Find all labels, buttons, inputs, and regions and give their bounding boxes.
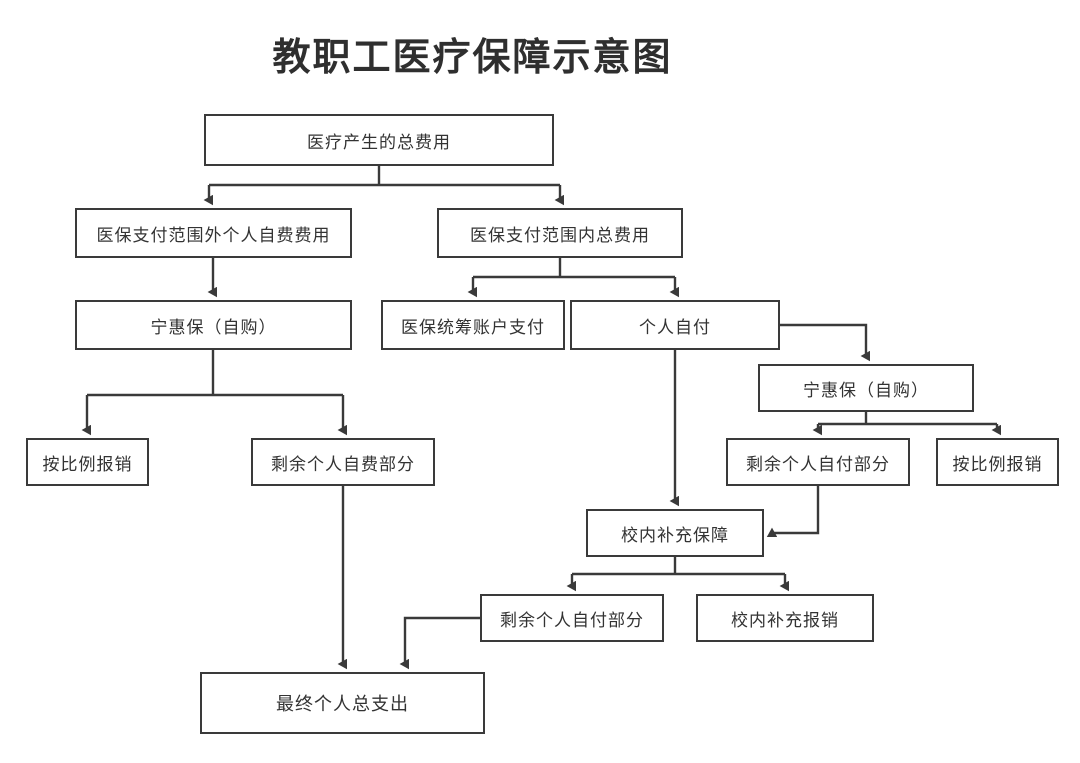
edge-rest-selfpay-up-to-campus-suppl bbox=[766, 486, 820, 537]
node-label: 校内补充报销 bbox=[731, 610, 839, 630]
node-campus-supplementary-coverage[interactable]: 校内补充保障 bbox=[586, 509, 764, 557]
node-label: 剩余个人自付部分 bbox=[500, 610, 644, 630]
node-label: 医保支付范围外个人自费费用 bbox=[96, 225, 331, 245]
node-out-of-scope-self-cost[interactable]: 医保支付范围外个人自费费用 bbox=[75, 208, 352, 258]
node-in-scope-total-cost[interactable]: 医保支付范围内总费用 bbox=[437, 208, 683, 258]
node-proportional-reimbursement-right[interactable]: 按比例报销 bbox=[936, 438, 1059, 486]
page-title: 教职工医疗保障示意图 bbox=[272, 35, 673, 79]
node-remaining-self-payment-upper[interactable]: 剩余个人自付部分 bbox=[726, 438, 910, 486]
node-label: 按比例报销 bbox=[42, 454, 133, 474]
node-label: 剩余个人自费部分 bbox=[271, 454, 415, 474]
node-pooled-account-payment[interactable]: 医保统筹账户支付 bbox=[381, 300, 565, 350]
edge-rest-selfpay-down-to-final-total bbox=[399, 616, 480, 670]
node-label: 宁惠保（自购） bbox=[150, 317, 277, 337]
node-individual-self-payment[interactable]: 个人自付 bbox=[570, 300, 780, 350]
node-ninghuibao-right[interactable]: 宁惠保（自购） bbox=[758, 364, 974, 412]
node-label: 医保统筹账户支付 bbox=[401, 317, 545, 337]
edge-campus-suppl-to-split bbox=[572, 557, 785, 576]
node-remaining-self-payment-lower[interactable]: 剩余个人自付部分 bbox=[480, 594, 664, 642]
node-label: 按比例报销 bbox=[952, 454, 1043, 474]
edge-in-scope-to-split bbox=[473, 258, 675, 279]
node-remaining-self-cost[interactable]: 剩余个人自费部分 bbox=[251, 438, 435, 486]
node-label: 剩余个人自付部分 bbox=[746, 454, 890, 474]
node-label: 医保支付范围内总费用 bbox=[470, 225, 650, 245]
node-campus-supplementary-reimbursement[interactable]: 校内补充报销 bbox=[696, 594, 874, 642]
edge-total-to-split bbox=[209, 166, 560, 187]
edge-nhb-right-to-split bbox=[818, 412, 997, 426]
edge-nhb-left-to-split bbox=[87, 350, 343, 397]
node-label: 个人自付 bbox=[639, 317, 711, 337]
node-label: 宁惠保（自购） bbox=[803, 380, 929, 400]
node-ninghuibao-left[interactable]: 宁惠保（自购） bbox=[75, 300, 352, 350]
node-label: 最终个人总支出 bbox=[276, 694, 409, 714]
node-label: 医疗产生的总费用 bbox=[307, 132, 451, 152]
node-final-individual-total-expense[interactable]: 最终个人总支出 bbox=[200, 672, 485, 734]
node-label: 校内补充保障 bbox=[621, 525, 729, 545]
node-total-cost[interactable]: 医疗产生的总费用 bbox=[204, 114, 554, 166]
node-proportional-reimbursement-left[interactable]: 按比例报销 bbox=[26, 438, 149, 486]
edge-self-pay-to-nhb-right bbox=[780, 323, 870, 362]
